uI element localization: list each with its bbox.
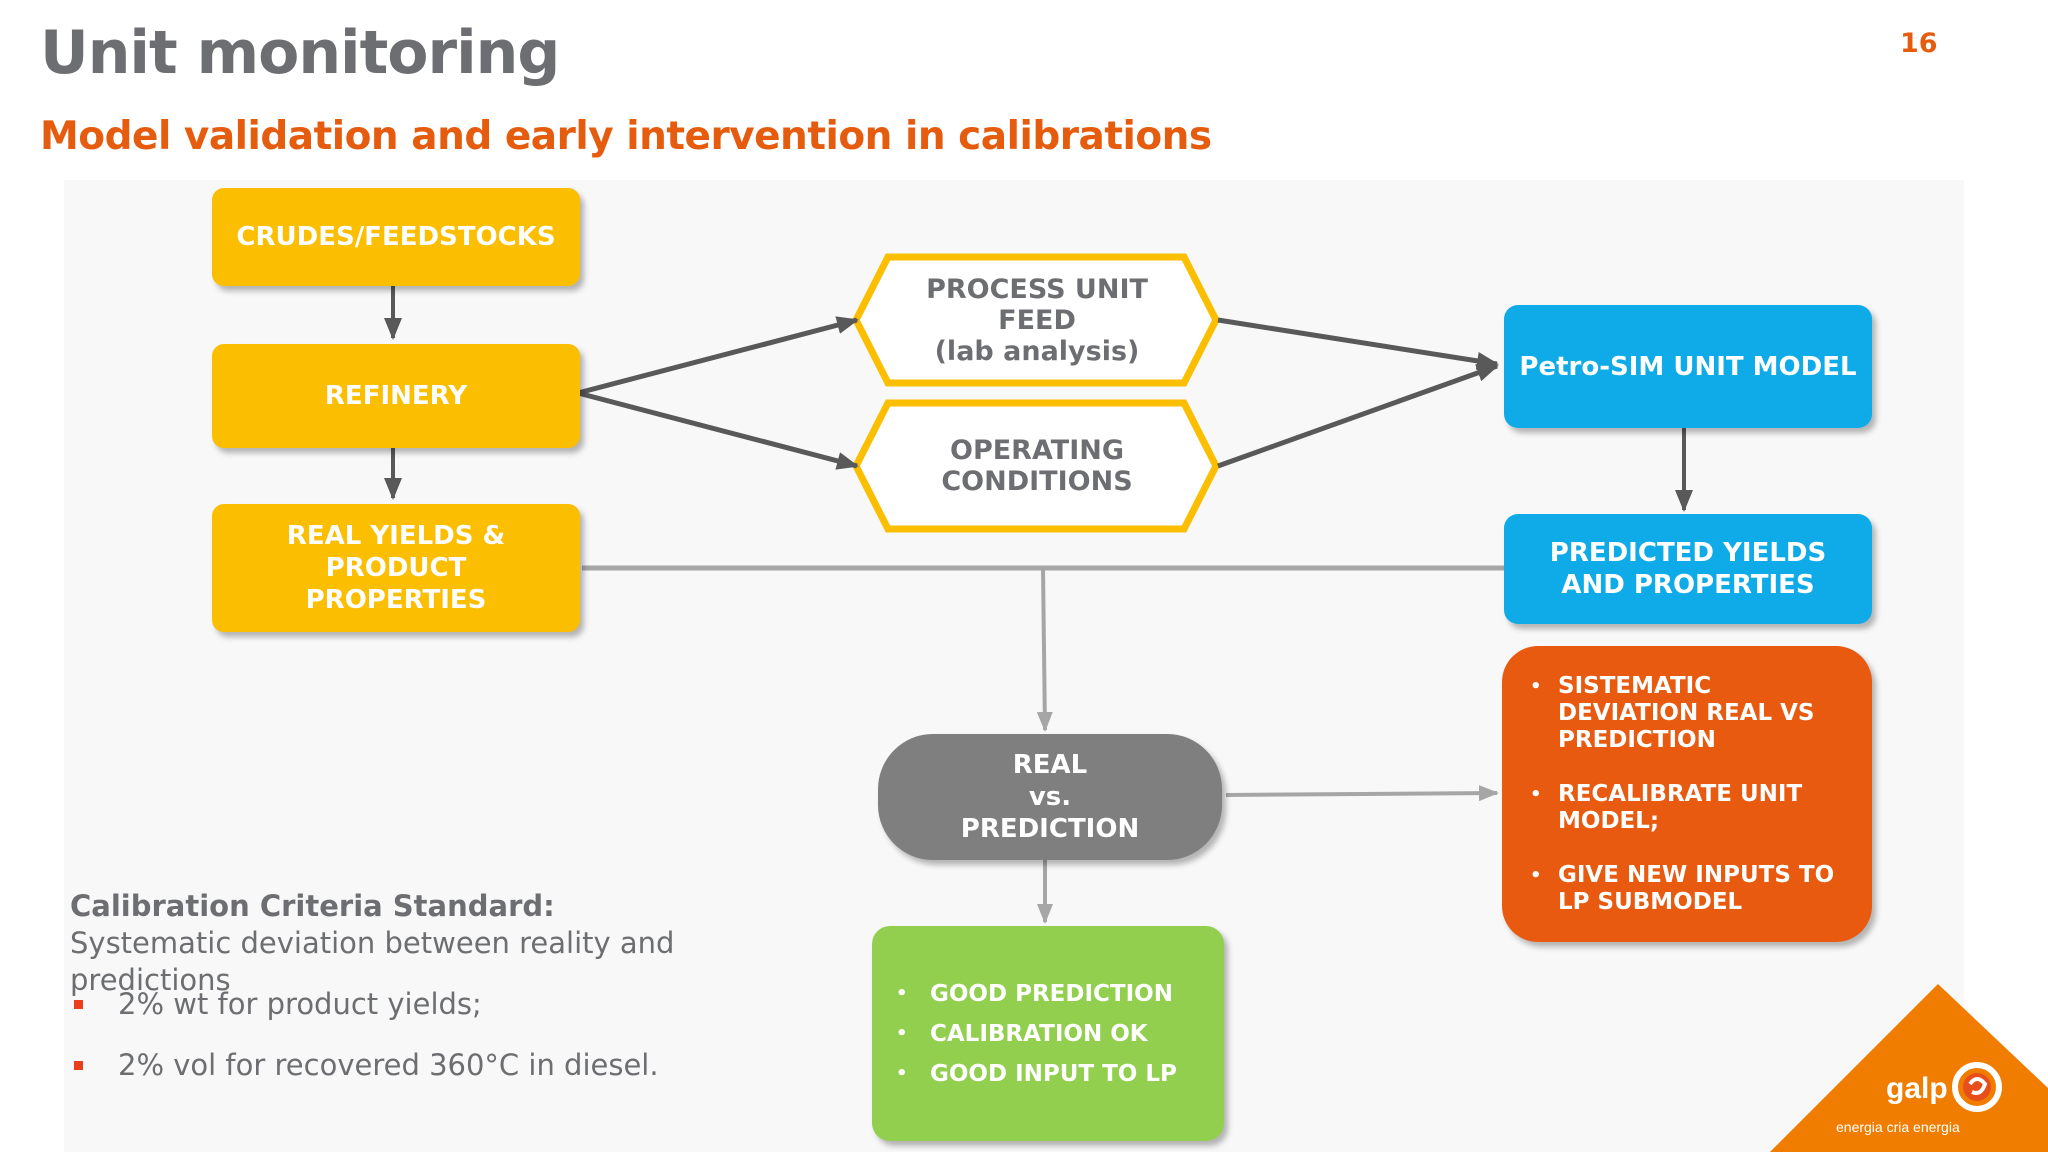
calibration-criteria: Calibration Criteria Standard: Systemati… [70, 888, 710, 999]
galp-logo: galp energia cria energia [1770, 984, 2048, 1152]
feed-line-1: PROCESS UNIT [926, 273, 1148, 305]
logo-brand: galp [1886, 1072, 1948, 1105]
node-crudes-feedstocks: CRUDES/FEEDSTOCKS [212, 188, 580, 286]
node-petrosim-label: Petro-SIM UNIT MODEL [1519, 351, 1857, 382]
realvs-line-1: REAL [1012, 750, 1088, 780]
arrow-to-real-vs [1036, 567, 1053, 732]
operating-line-1: OPERATING [950, 435, 1124, 466]
logo-swirl-curl-icon [1968, 1077, 1988, 1095]
arrow-realvs-deviation [1225, 785, 1499, 802]
criteria-item: 2% wt for product yields; [70, 986, 659, 1023]
node-operating-conditions: OPERATING CONDITIONS [870, 408, 1204, 524]
criteria-lead: Calibration Criteria Standard: [70, 889, 555, 923]
criteria-text: Systematic deviation between reality and… [70, 926, 675, 997]
good-item: GOOD PREDICTION [896, 980, 1177, 1008]
logo-tagline: energia cria energia [1836, 1119, 1960, 1135]
node-refinery: REFINERY [212, 344, 580, 448]
operating-line-2: CONDITIONS [941, 466, 1133, 497]
deviation-list: SISTEMATIC DEVIATION REAL VS PREDICTION … [1502, 673, 1872, 916]
node-good-prediction: GOOD PREDICTION CALIBRATION OK GOOD INPU… [872, 926, 1224, 1141]
node-real-vs-prediction: REAL vs. PREDICTION [878, 734, 1222, 860]
arrow-operating-petrosim [1217, 363, 1499, 469]
deviation-item: RECALIBRATE UNIT MODEL; [1530, 781, 1856, 835]
node-real-yields: REAL YIELDS & PRODUCT PROPERTIES [212, 504, 580, 632]
page-number: 16 [1900, 28, 1938, 59]
node-systematic-deviation: SISTEMATIC DEVIATION REAL VS PREDICTION … [1502, 646, 1872, 942]
deviation-item: SISTEMATIC DEVIATION REAL VS PREDICTION [1530, 673, 1856, 754]
square-bullet-icon [74, 1000, 83, 1009]
arrow-refinery-feed [577, 316, 859, 396]
criteria-list: 2% wt for product yields; 2% vol for rec… [70, 986, 659, 1108]
arrow-feed-petrosim [1217, 317, 1499, 370]
deviation-item: GIVE NEW INPUTS TO LP SUBMODEL [1530, 862, 1856, 916]
criteria-item: 2% vol for recovered 360°C in diesel. [70, 1047, 659, 1084]
node-predicted-label: PREDICTED YIELDS AND PROPERTIES [1549, 538, 1827, 600]
realvs-line-2: vs. [1028, 782, 1072, 812]
page-title: Unit monitoring [40, 18, 560, 88]
node-real-yields-label: REAL YIELDS & PRODUCT PROPERTIES [286, 521, 506, 615]
good-item: GOOD INPUT TO LP [896, 1060, 1177, 1088]
criteria-item-text: 2% vol for recovered 360°C in diesel. [118, 1048, 659, 1082]
arrow-refinery-operating [577, 390, 859, 470]
node-refinery-label: REFINERY [324, 381, 468, 411]
criteria-item-text: 2% wt for product yields; [118, 987, 482, 1021]
good-item: CALIBRATION OK [896, 1020, 1177, 1048]
feed-line-3: (lab analysis) [934, 335, 1140, 367]
page-subtitle: Model validation and early intervention … [40, 114, 1212, 159]
good-list: GOOD PREDICTION CALIBRATION OK GOOD INPU… [872, 968, 1177, 1100]
node-predicted-yields: PREDICTED YIELDS AND PROPERTIES [1504, 514, 1872, 624]
logo-swirl-icon [1952, 1062, 2002, 1112]
square-bullet-icon [74, 1061, 83, 1070]
feed-line-2: FEED [998, 304, 1076, 336]
node-crudes-label: CRUDES/FEEDSTOCKS [236, 222, 556, 252]
logo-swirl-core-icon [1963, 1073, 1991, 1101]
node-process-unit-feed: PROCESS UNIT FEED (lab analysis) [870, 262, 1204, 378]
realvs-line-3: PREDICTION [960, 814, 1140, 844]
node-petrosim-model: Petro-SIM UNIT MODEL [1504, 305, 1872, 428]
